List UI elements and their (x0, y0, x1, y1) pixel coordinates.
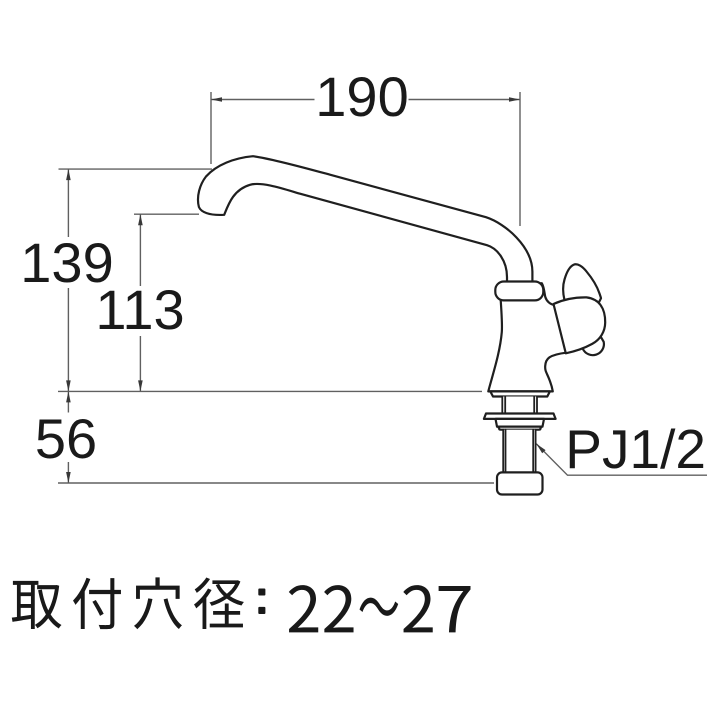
svg-text:56: 56 (35, 407, 97, 470)
svg-text:190: 190 (315, 65, 408, 128)
svg-text:PJ1/2: PJ1/2 (565, 418, 706, 480)
svg-text:113: 113 (95, 278, 184, 341)
svg-text:139: 139 (20, 231, 113, 294)
